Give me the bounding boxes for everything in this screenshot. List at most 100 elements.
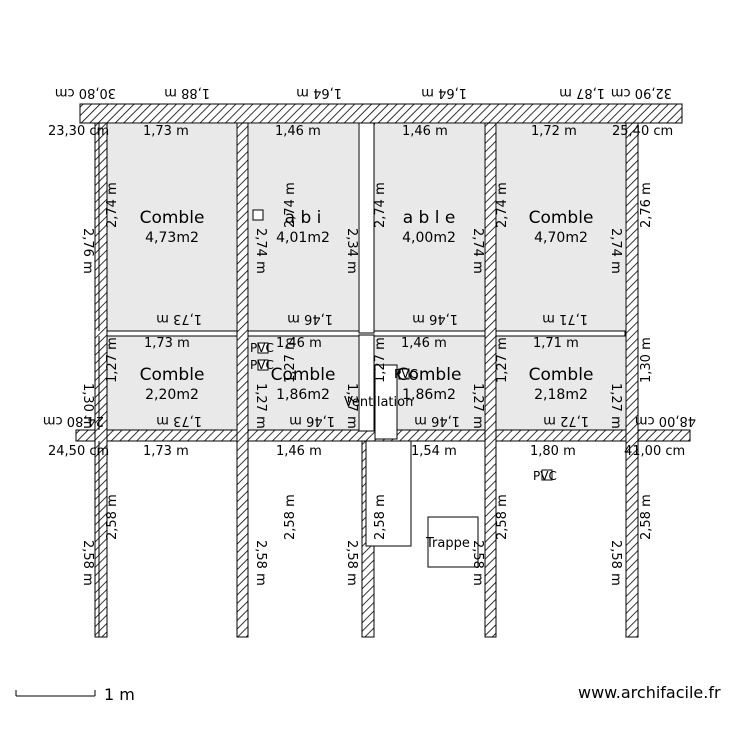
dim-vert-bottom-3: 2,58 m — [283, 494, 298, 540]
dimension-labels: 30,80 cm 1,88 m 1,64 m 1,64 m 1,87 m 32,90 cm… — [43, 85, 696, 586]
dim-vert-top-4: 2,34 m — [344, 228, 359, 274]
room-area-3: 4,00m2 — [402, 230, 456, 246]
dim-low-flipped-1: 1,73 m — [156, 413, 202, 428]
dim-low-flipped-2: 1,46 m — [289, 413, 335, 428]
dim-vert-mid-1: 1,27 m — [105, 337, 120, 383]
room-name-1: Comble — [140, 208, 205, 228]
dim-mid-3: 1,71 m — [533, 336, 579, 351]
room-fill-4 — [497, 124, 625, 332]
dim-vert-mid-8: 1,27 m — [608, 383, 623, 429]
dim-vert-bottom-8: 2,58 m — [608, 540, 623, 586]
dim-vert-mid-0: 1,30 m — [80, 383, 95, 429]
dim-vert-mid-3: 1,27 m — [283, 337, 298, 383]
dim-vert-top-5: 2,74 m — [373, 182, 388, 228]
dim-mid-2: 1,46 m — [401, 336, 447, 351]
dim-vert-mid-4: 1,27 m — [344, 383, 359, 429]
wall-v4 — [484, 122, 497, 638]
room-fill-2 — [249, 124, 358, 332]
dim-vert-top-7: 2,74 m — [495, 182, 510, 228]
dim-top-flipped-3: 1,64 m — [421, 85, 467, 100]
dim-top-3: 1,46 m — [402, 124, 448, 139]
pvc-label-2: PVC — [250, 358, 274, 372]
dim-bottom-0: 24,50 cm — [48, 444, 109, 459]
dim-mid-flipped-3: 1,71 m — [542, 311, 588, 326]
room-name-4: Comble — [529, 208, 594, 228]
ventilation-label: Ventilation — [344, 395, 413, 410]
room-fill-5 — [107, 335, 236, 430]
pvc-label-1: PVC — [250, 341, 274, 355]
dim-vert-bottom-7: 2,58 m — [495, 494, 510, 540]
dim-mid-flipped-0: 1,73 m — [156, 311, 202, 326]
room-area-8: 2,18m2 — [534, 387, 588, 403]
dim-vert-bottom-0: 2,58 m — [80, 540, 95, 586]
dim-low-flipped-0: 24,80 cm — [43, 413, 104, 428]
dim-mid-flipped-1: 1,46 m — [287, 311, 333, 326]
dim-bottom-4: 1,80 m — [530, 444, 576, 459]
room-fill-3 — [374, 124, 484, 332]
dim-vert-mid-2: 1,27 m — [253, 383, 268, 429]
dim-top-flipped-5: 32,90 cm — [611, 85, 672, 100]
room-name-8: Comble — [529, 365, 594, 385]
pvc-label-3: PVC — [394, 367, 418, 381]
room-name-6: Comble — [271, 365, 336, 385]
dim-vert-mid-9: 1,30 m — [639, 337, 654, 383]
dim-vert-mid-5: 1,27 m — [373, 337, 388, 383]
wall-v5 — [625, 122, 639, 638]
dim-mid-flipped-2: 1,46 m — [412, 311, 458, 326]
room-name-3: a b l e — [403, 208, 456, 228]
room-name-7: Comble — [397, 365, 462, 385]
pvc-label-4: PVC — [533, 469, 557, 483]
room-fills — [107, 124, 625, 430]
dim-vert-top-1: 2,74 m — [105, 182, 120, 228]
dim-vert-bottom-4: 2,58 m — [344, 540, 359, 586]
dim-bottom-5: 41,00 cm — [624, 444, 685, 459]
room-area-2: 4,01m2 — [276, 230, 330, 246]
dim-top-flipped-4: 1,87 m — [559, 85, 605, 100]
trappe-label: Trappe — [425, 536, 470, 551]
watermark: www.archifacile.fr — [578, 683, 721, 702]
room-area-7: 1,86m2 — [402, 387, 456, 403]
dim-top-flipped-0: 30,80 cm — [55, 85, 116, 100]
dim-bottom-3: 1,54 m — [411, 444, 457, 459]
wall-v1 — [94, 122, 108, 638]
dim-top-4: 1,72 m — [531, 124, 577, 139]
dim-top-2: 1,46 m — [275, 124, 321, 139]
dim-low-flipped-3: 1,46 m — [414, 413, 460, 428]
dim-vert-top-6: 2,74 m — [470, 228, 485, 274]
dim-top-5: 25,40 cm — [612, 124, 673, 139]
dim-vert-mid-7: 1,27 m — [495, 337, 510, 383]
central-duct — [358, 122, 479, 568]
room-area-4: 4,70m2 — [534, 230, 588, 246]
dim-top-flipped-2: 1,64 m — [296, 85, 342, 100]
dim-vert-top-8: 2,74 m — [608, 228, 623, 274]
dim-vert-top-9: 2,76 m — [639, 182, 654, 228]
dim-low-flipped-4: 1,72 m — [543, 413, 589, 428]
dim-vert-bottom-2: 2,58 m — [253, 540, 268, 586]
wall-top — [79, 103, 683, 124]
wall-v2 — [236, 122, 249, 638]
room-name-2: a b i — [285, 208, 322, 228]
dim-top-flipped-1: 1,88 m — [164, 85, 210, 100]
dim-vert-mid-6: 1,27 m — [470, 383, 485, 429]
room-area-6: 1,86m2 — [276, 387, 330, 403]
dim-vert-bottom-6: 2,58 m — [470, 540, 485, 586]
room-name-5: Comble — [140, 365, 205, 385]
room-area-5: 2,20m2 — [145, 387, 199, 403]
dim-bottom-1: 1,73 m — [143, 444, 189, 459]
dim-vert-bottom-1: 2,58 m — [105, 494, 120, 540]
dim-mid-0: 1,73 m — [144, 336, 190, 351]
dim-vert-top-3: 2,74 m — [283, 182, 298, 228]
dim-low-flipped-5: 48,00 cm — [635, 413, 696, 428]
room-fill-1 — [107, 124, 236, 332]
dim-vert-bottom-5: 2,58 m — [373, 494, 388, 540]
pvc-markers — [252, 209, 553, 481]
dim-mid-1: 1,46 m — [276, 336, 322, 351]
dim-bottom-2: 1,46 m — [276, 444, 322, 459]
room-fill-8 — [497, 335, 625, 430]
room-area-1: 4,73m2 — [145, 230, 199, 246]
dim-vert-top-0: 2,76 m — [80, 228, 95, 274]
dim-top-1: 1,73 m — [143, 124, 189, 139]
scale-label: 1 m — [104, 685, 135, 704]
dim-top-0: 23,30 cm — [48, 124, 109, 139]
